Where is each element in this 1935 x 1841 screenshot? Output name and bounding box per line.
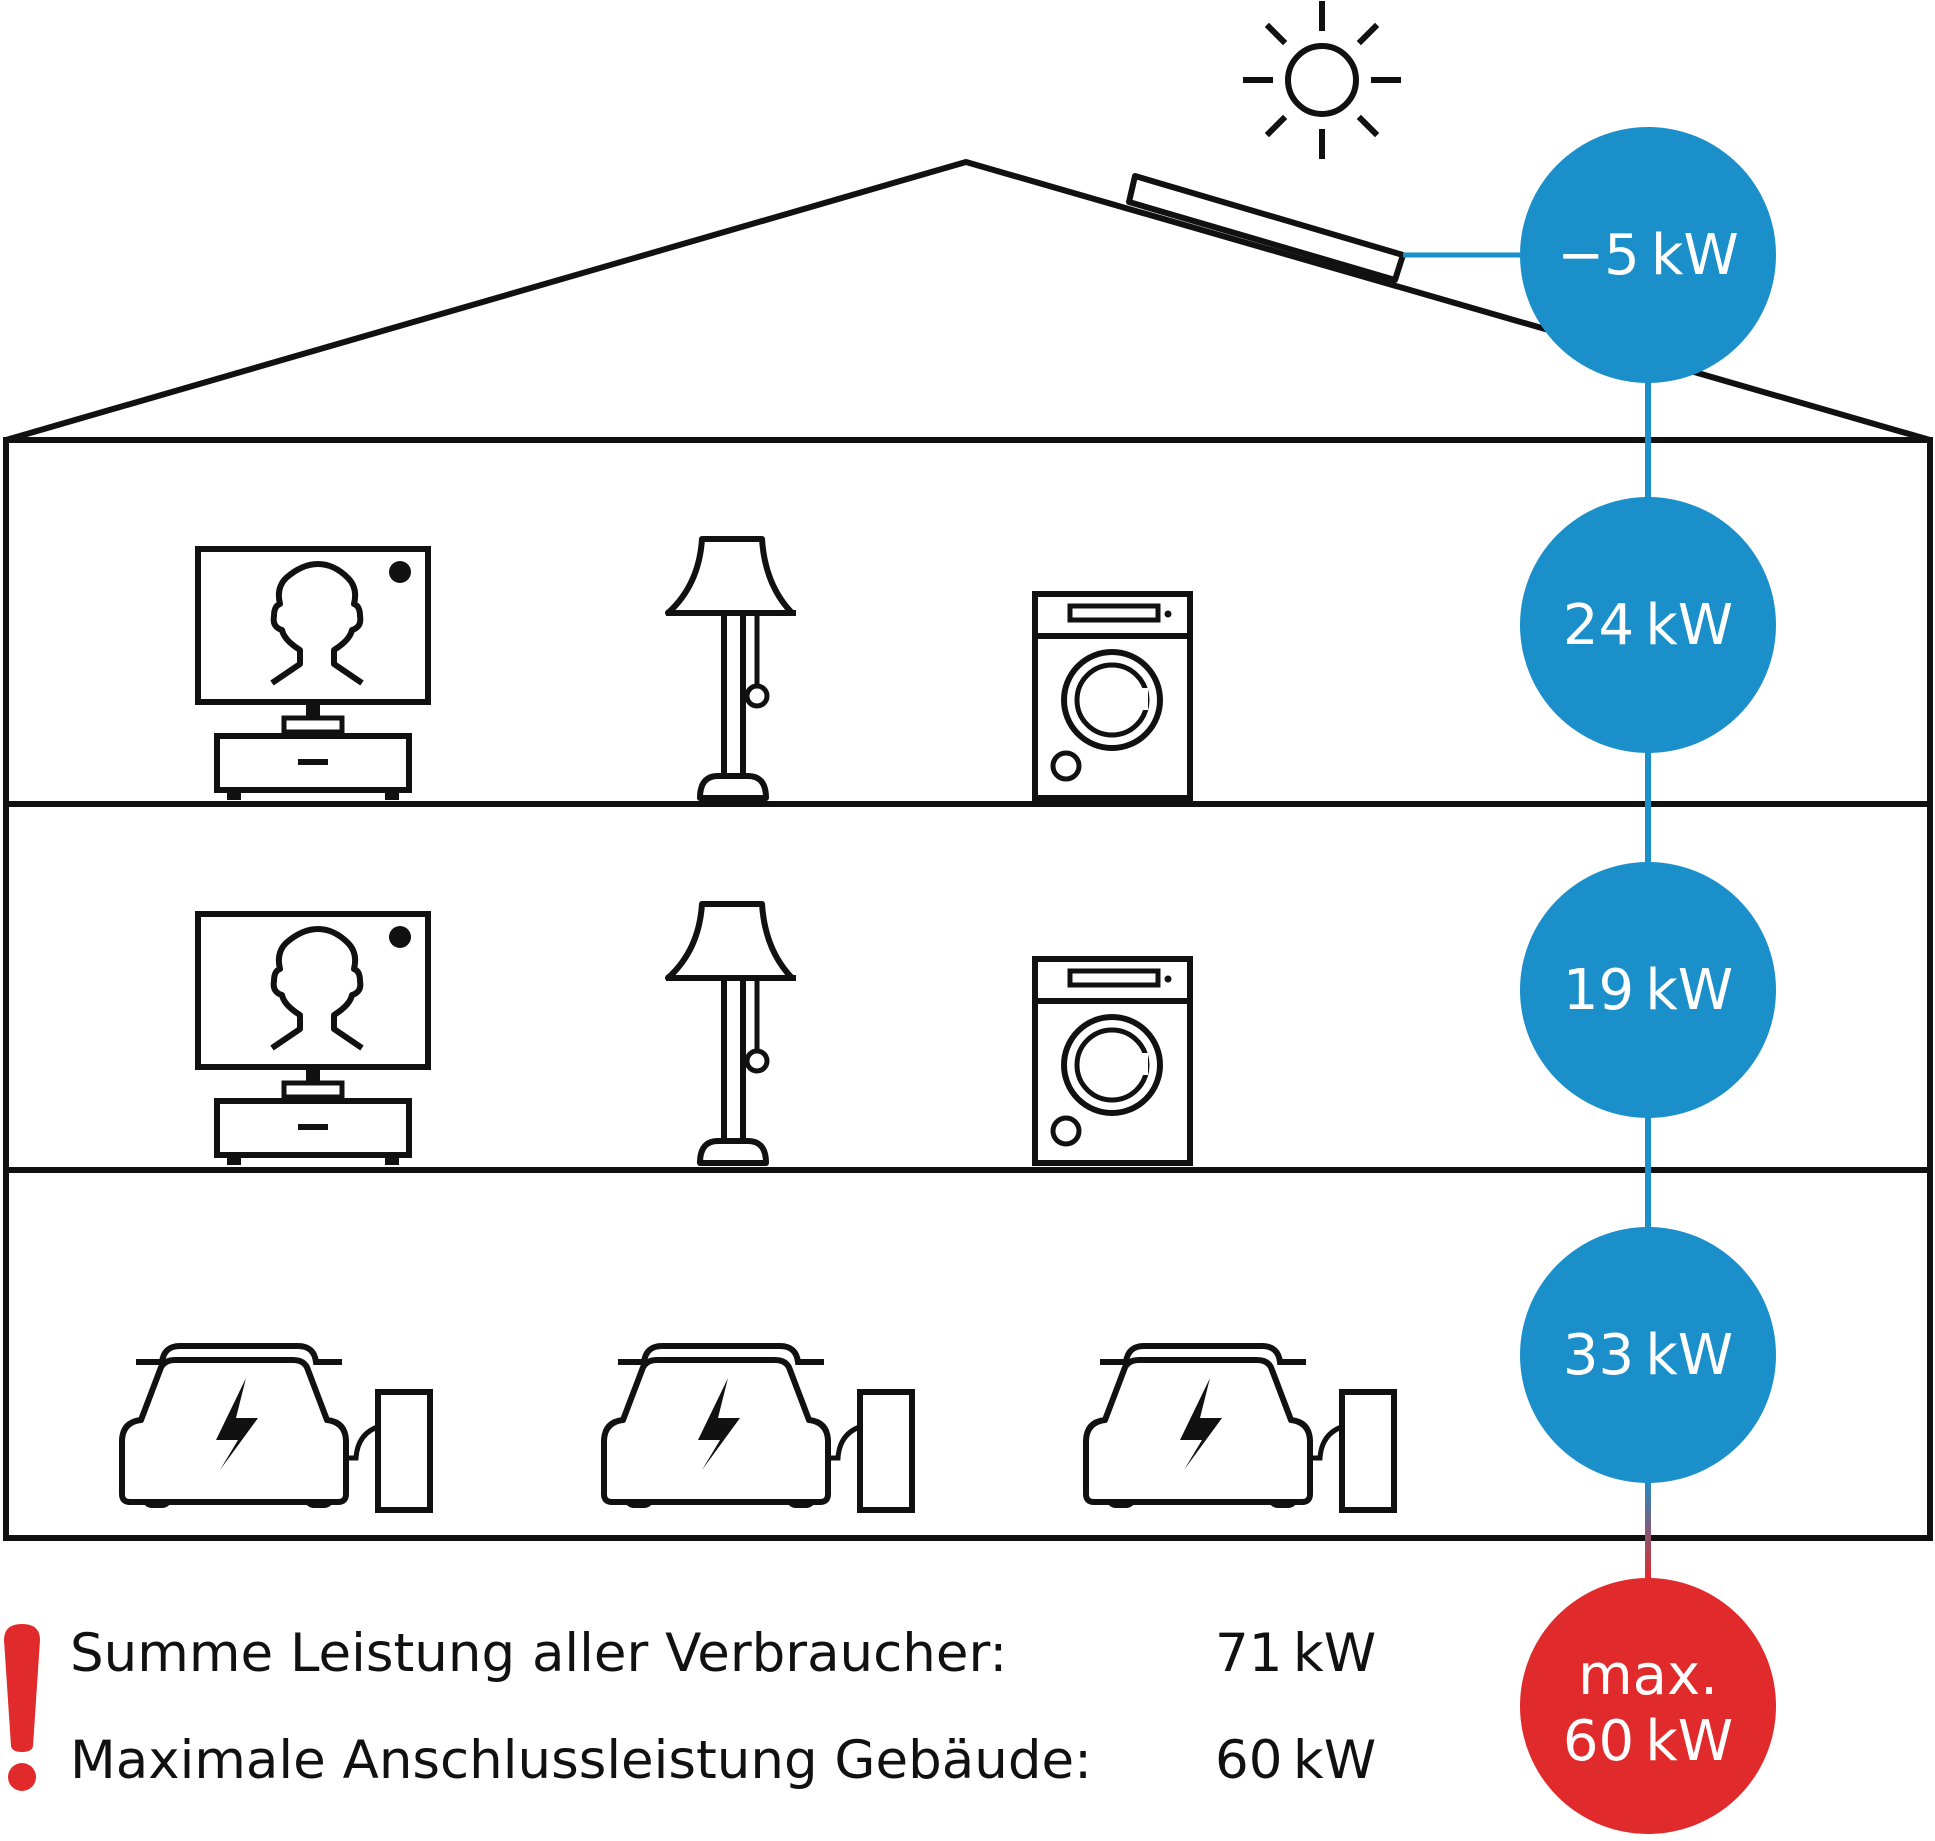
node-floor-middle-label: 19 kW (1563, 958, 1733, 1023)
exclamation-icon (4, 1624, 40, 1791)
electric-car-icon (604, 1346, 912, 1510)
node-floor-middle: 19 kW (1520, 862, 1776, 1118)
floor-top-appliances (198, 539, 1190, 800)
washing-machine-icon (1035, 594, 1190, 798)
floor-bottom-chargers (122, 1346, 1394, 1510)
node-solar-label: −5 kW (1557, 223, 1739, 288)
electric-car-icon (1086, 1346, 1394, 1510)
node-floor-bottom-label: 33 kW (1563, 1323, 1733, 1388)
floor-middle-appliances (198, 904, 1190, 1165)
tv-icon (198, 549, 428, 800)
node-limit-label-2: 60 kW (1563, 1709, 1733, 1774)
electric-car-icon (122, 1346, 430, 1510)
tv-icon (198, 914, 428, 1165)
node-floor-bottom: 33 kW (1520, 1227, 1776, 1483)
max-connection-value: 60 kW (1215, 1730, 1376, 1791)
node-floor-top: 24 kW (1520, 497, 1776, 753)
node-floor-top-label: 24 kW (1563, 593, 1733, 658)
floor-lamp-icon (666, 539, 796, 798)
node-solar: −5 kW (1520, 127, 1776, 383)
node-limit: max. 60 kW (1520, 1578, 1776, 1834)
solar-panel-icon (1126, 173, 1406, 283)
floor-lamp-icon (666, 904, 796, 1163)
node-limit-label-1: max. (1578, 1643, 1718, 1708)
total-load-value: 71 kW (1215, 1623, 1376, 1684)
total-load-label: Summe Leistung aller Verbraucher: (70, 1623, 1007, 1684)
max-connection-label: Maximale Anschlussleistung Gebäude: (70, 1730, 1092, 1791)
washing-machine-icon (1035, 959, 1190, 1163)
sun-icon (1243, 1, 1401, 159)
